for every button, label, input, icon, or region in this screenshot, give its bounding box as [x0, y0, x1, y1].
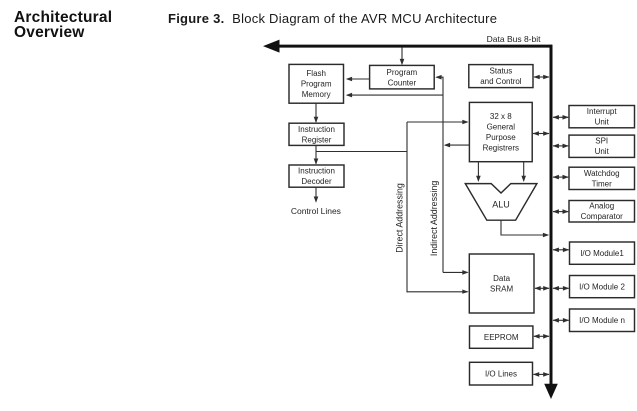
svg-text:Indirect Addressing: Indirect Addressing [429, 181, 439, 257]
svg-text:Instruction: Instruction [298, 125, 335, 134]
svg-text:Purpose: Purpose [486, 133, 516, 142]
svg-text:Decoder: Decoder [301, 177, 332, 186]
svg-text:Unit: Unit [595, 147, 610, 156]
svg-text:32 x 8: 32 x 8 [490, 112, 512, 121]
svg-text:Comparator: Comparator [581, 212, 624, 221]
svg-text:General: General [487, 123, 516, 132]
svg-text:Program: Program [387, 68, 418, 77]
svg-text:Registrers: Registrers [483, 144, 519, 153]
svg-text:Memory: Memory [302, 90, 331, 99]
svg-text:Control Lines: Control Lines [291, 206, 341, 216]
svg-text:SPI: SPI [595, 137, 608, 146]
svg-text:I/O Lines: I/O Lines [485, 369, 517, 378]
svg-text:I/O Module1: I/O Module1 [580, 249, 624, 258]
svg-text:I/O Module n: I/O Module n [579, 316, 625, 325]
svg-text:ALU: ALU [492, 200, 510, 210]
svg-text:Data: Data [493, 274, 510, 283]
svg-text:Status: Status [490, 67, 513, 76]
svg-text:Watchdog: Watchdog [584, 169, 620, 178]
svg-text:SRAM: SRAM [490, 285, 513, 294]
svg-text:Unit: Unit [595, 118, 610, 127]
svg-text:Counter: Counter [388, 78, 417, 87]
svg-text:Register: Register [302, 135, 332, 144]
svg-text:Program: Program [301, 80, 332, 89]
svg-text:Flash: Flash [306, 69, 326, 78]
svg-text:Analog: Analog [589, 202, 614, 211]
svg-text:Timer: Timer [592, 179, 612, 188]
svg-text:Interrupt: Interrupt [587, 107, 618, 116]
svg-text:Data Bus 8-bit: Data Bus 8-bit [487, 34, 541, 44]
svg-text:I/O Module 2: I/O Module 2 [579, 282, 625, 291]
svg-text:EEPROM: EEPROM [484, 333, 519, 342]
svg-text:Direct Addressing: Direct Addressing [395, 183, 405, 253]
svg-text:Instruction: Instruction [298, 167, 335, 176]
svg-text:and Control: and Control [480, 77, 522, 86]
